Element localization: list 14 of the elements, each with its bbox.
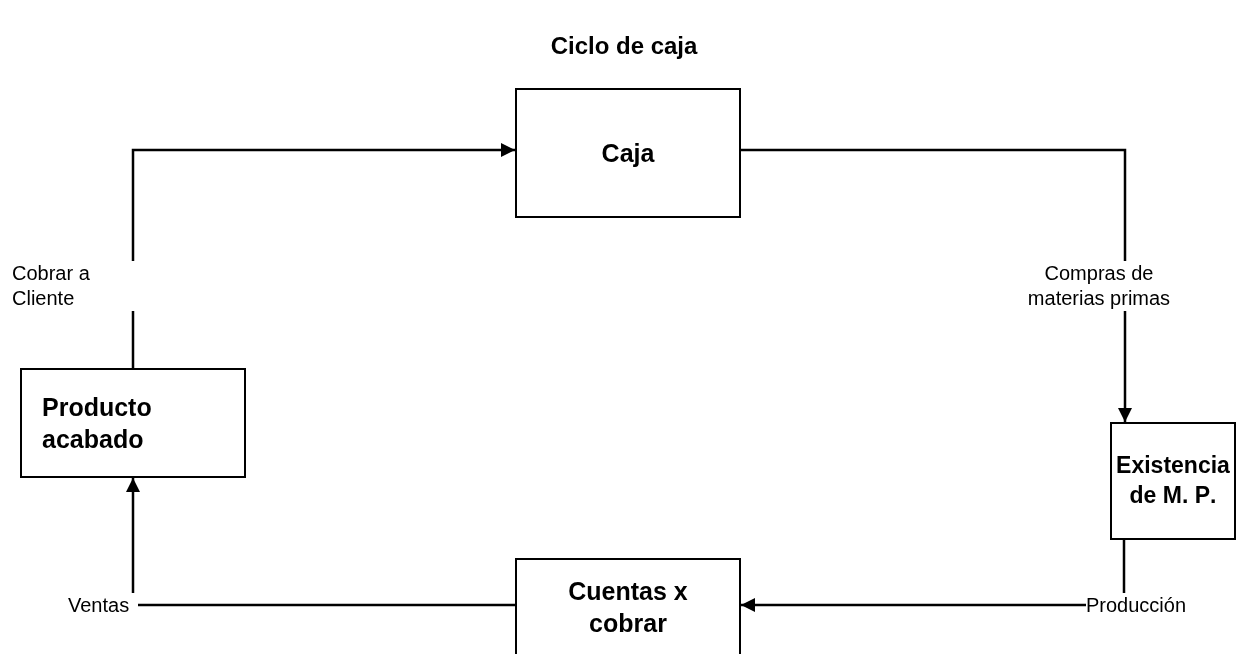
- arrow: [126, 478, 515, 607]
- process-box: [1110, 422, 1236, 540]
- box-label: Cuentas x cobrar: [567, 575, 689, 639]
- diagram-title: Ciclo de caja: [549, 32, 699, 60]
- process-box: [515, 88, 741, 218]
- process-box: [20, 368, 246, 478]
- arrow: [131, 143, 515, 368]
- edge-label: Cobrar a Cliente: [12, 261, 138, 311]
- arrow: [741, 148, 1132, 422]
- box-label: Producto acabado: [42, 391, 153, 455]
- process-box: [515, 558, 741, 654]
- box-label: Existencia de M. P.: [1115, 451, 1231, 510]
- box-label: Caja: [601, 137, 655, 169]
- arrow: [741, 540, 1126, 612]
